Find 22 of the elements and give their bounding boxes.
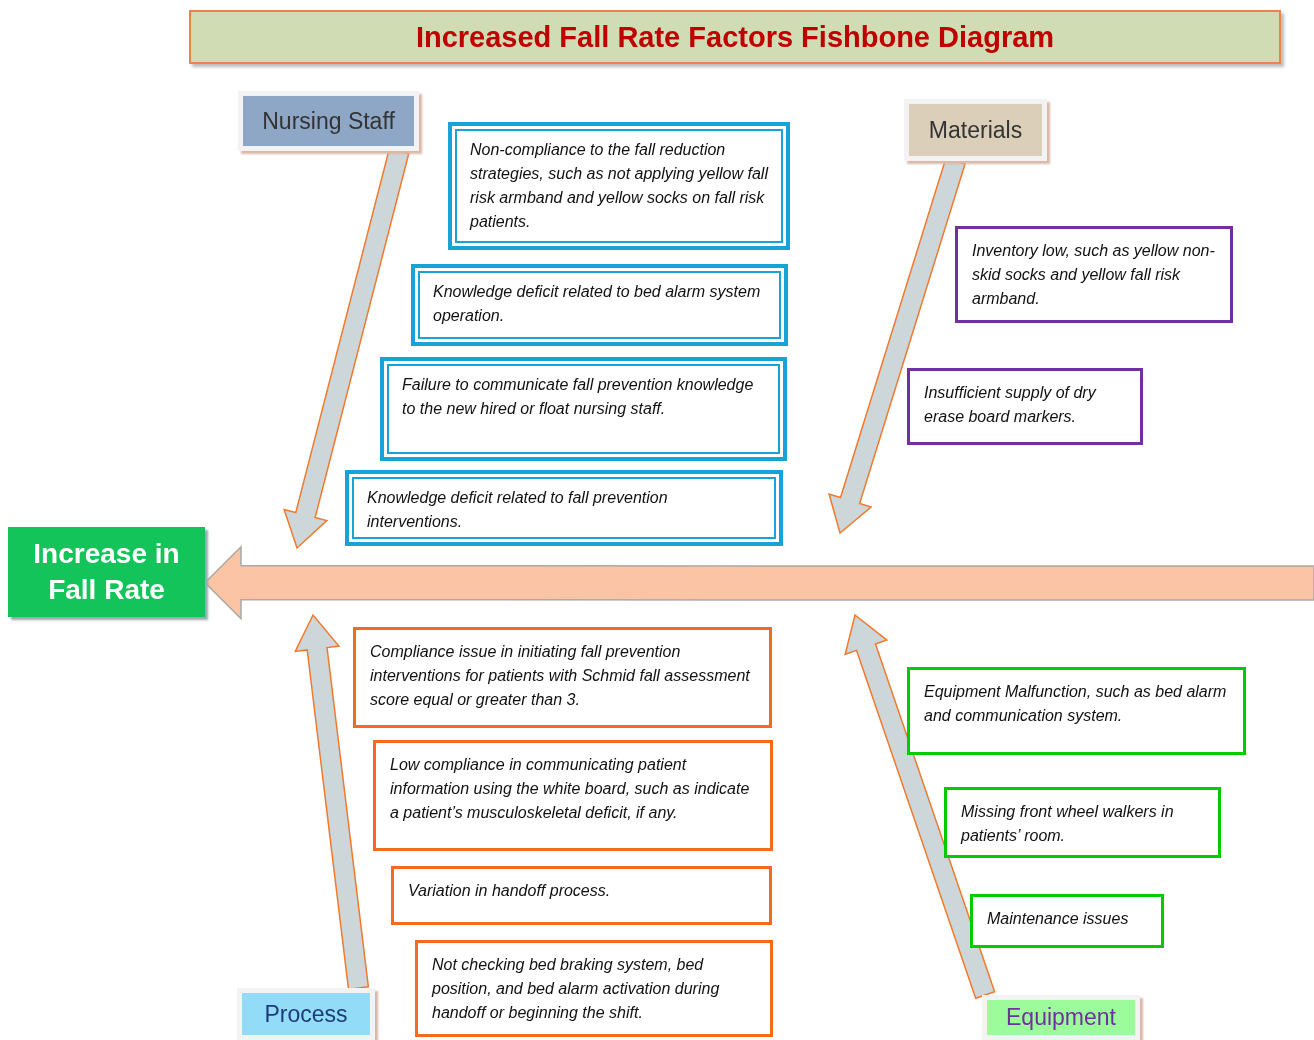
cause-box: Missing front wheel walkers in patients’ room. <box>944 787 1221 858</box>
cause-box: Equipment Malfunction, such as bed alarm and communication system. <box>907 667 1246 755</box>
cause-box: Knowledge deficit related to bed alarm system operation. <box>411 264 788 346</box>
effect-box: Increase in Fall Rate <box>8 527 205 617</box>
cause-box: Maintenance issues <box>970 894 1164 948</box>
cause-box: Compliance issue in initiating fall prevention interventions for patients with Schmid fall assessment score equal or greater than 3. <box>353 627 772 728</box>
cause-box: Knowledge deficit related to fall prevention interventions. <box>345 470 783 546</box>
category-box: Process <box>237 988 375 1040</box>
title-banner: Increased Fall Rate Factors Fishbone Diagram <box>189 10 1281 64</box>
category-box: Nursing Staff <box>238 91 419 151</box>
cause-box: Not checking bed braking system, bed position, and bed alarm activation during handoff or beginning the shift. <box>415 940 773 1037</box>
block-arrow <box>203 545 1314 621</box>
block-arrow <box>844 613 996 1000</box>
cause-box: Non-compliance to the fall reduction strategies, such as not applying yellow fall risk armband and yellow socks on fall risk patients. <box>448 122 790 250</box>
block-arrow <box>294 613 370 991</box>
cause-box: Variation in handoff process. <box>391 866 772 925</box>
cause-box: Low compliance in communicating patient information using the white board, such as indicate a patient’s musculoskeletal deficit, if any. <box>373 740 773 851</box>
cause-box: Inventory low, such as yellow non-skid socks and yellow fall risk armband. <box>955 226 1233 323</box>
cause-box: Failure to communicate fall prevention knowledge to the new hired or float nursing staff. <box>380 357 787 461</box>
category-box: Equipment <box>982 995 1140 1040</box>
cause-box: Insufficient supply of dry erase board markers. <box>907 368 1143 445</box>
category-box: Materials <box>904 99 1047 161</box>
